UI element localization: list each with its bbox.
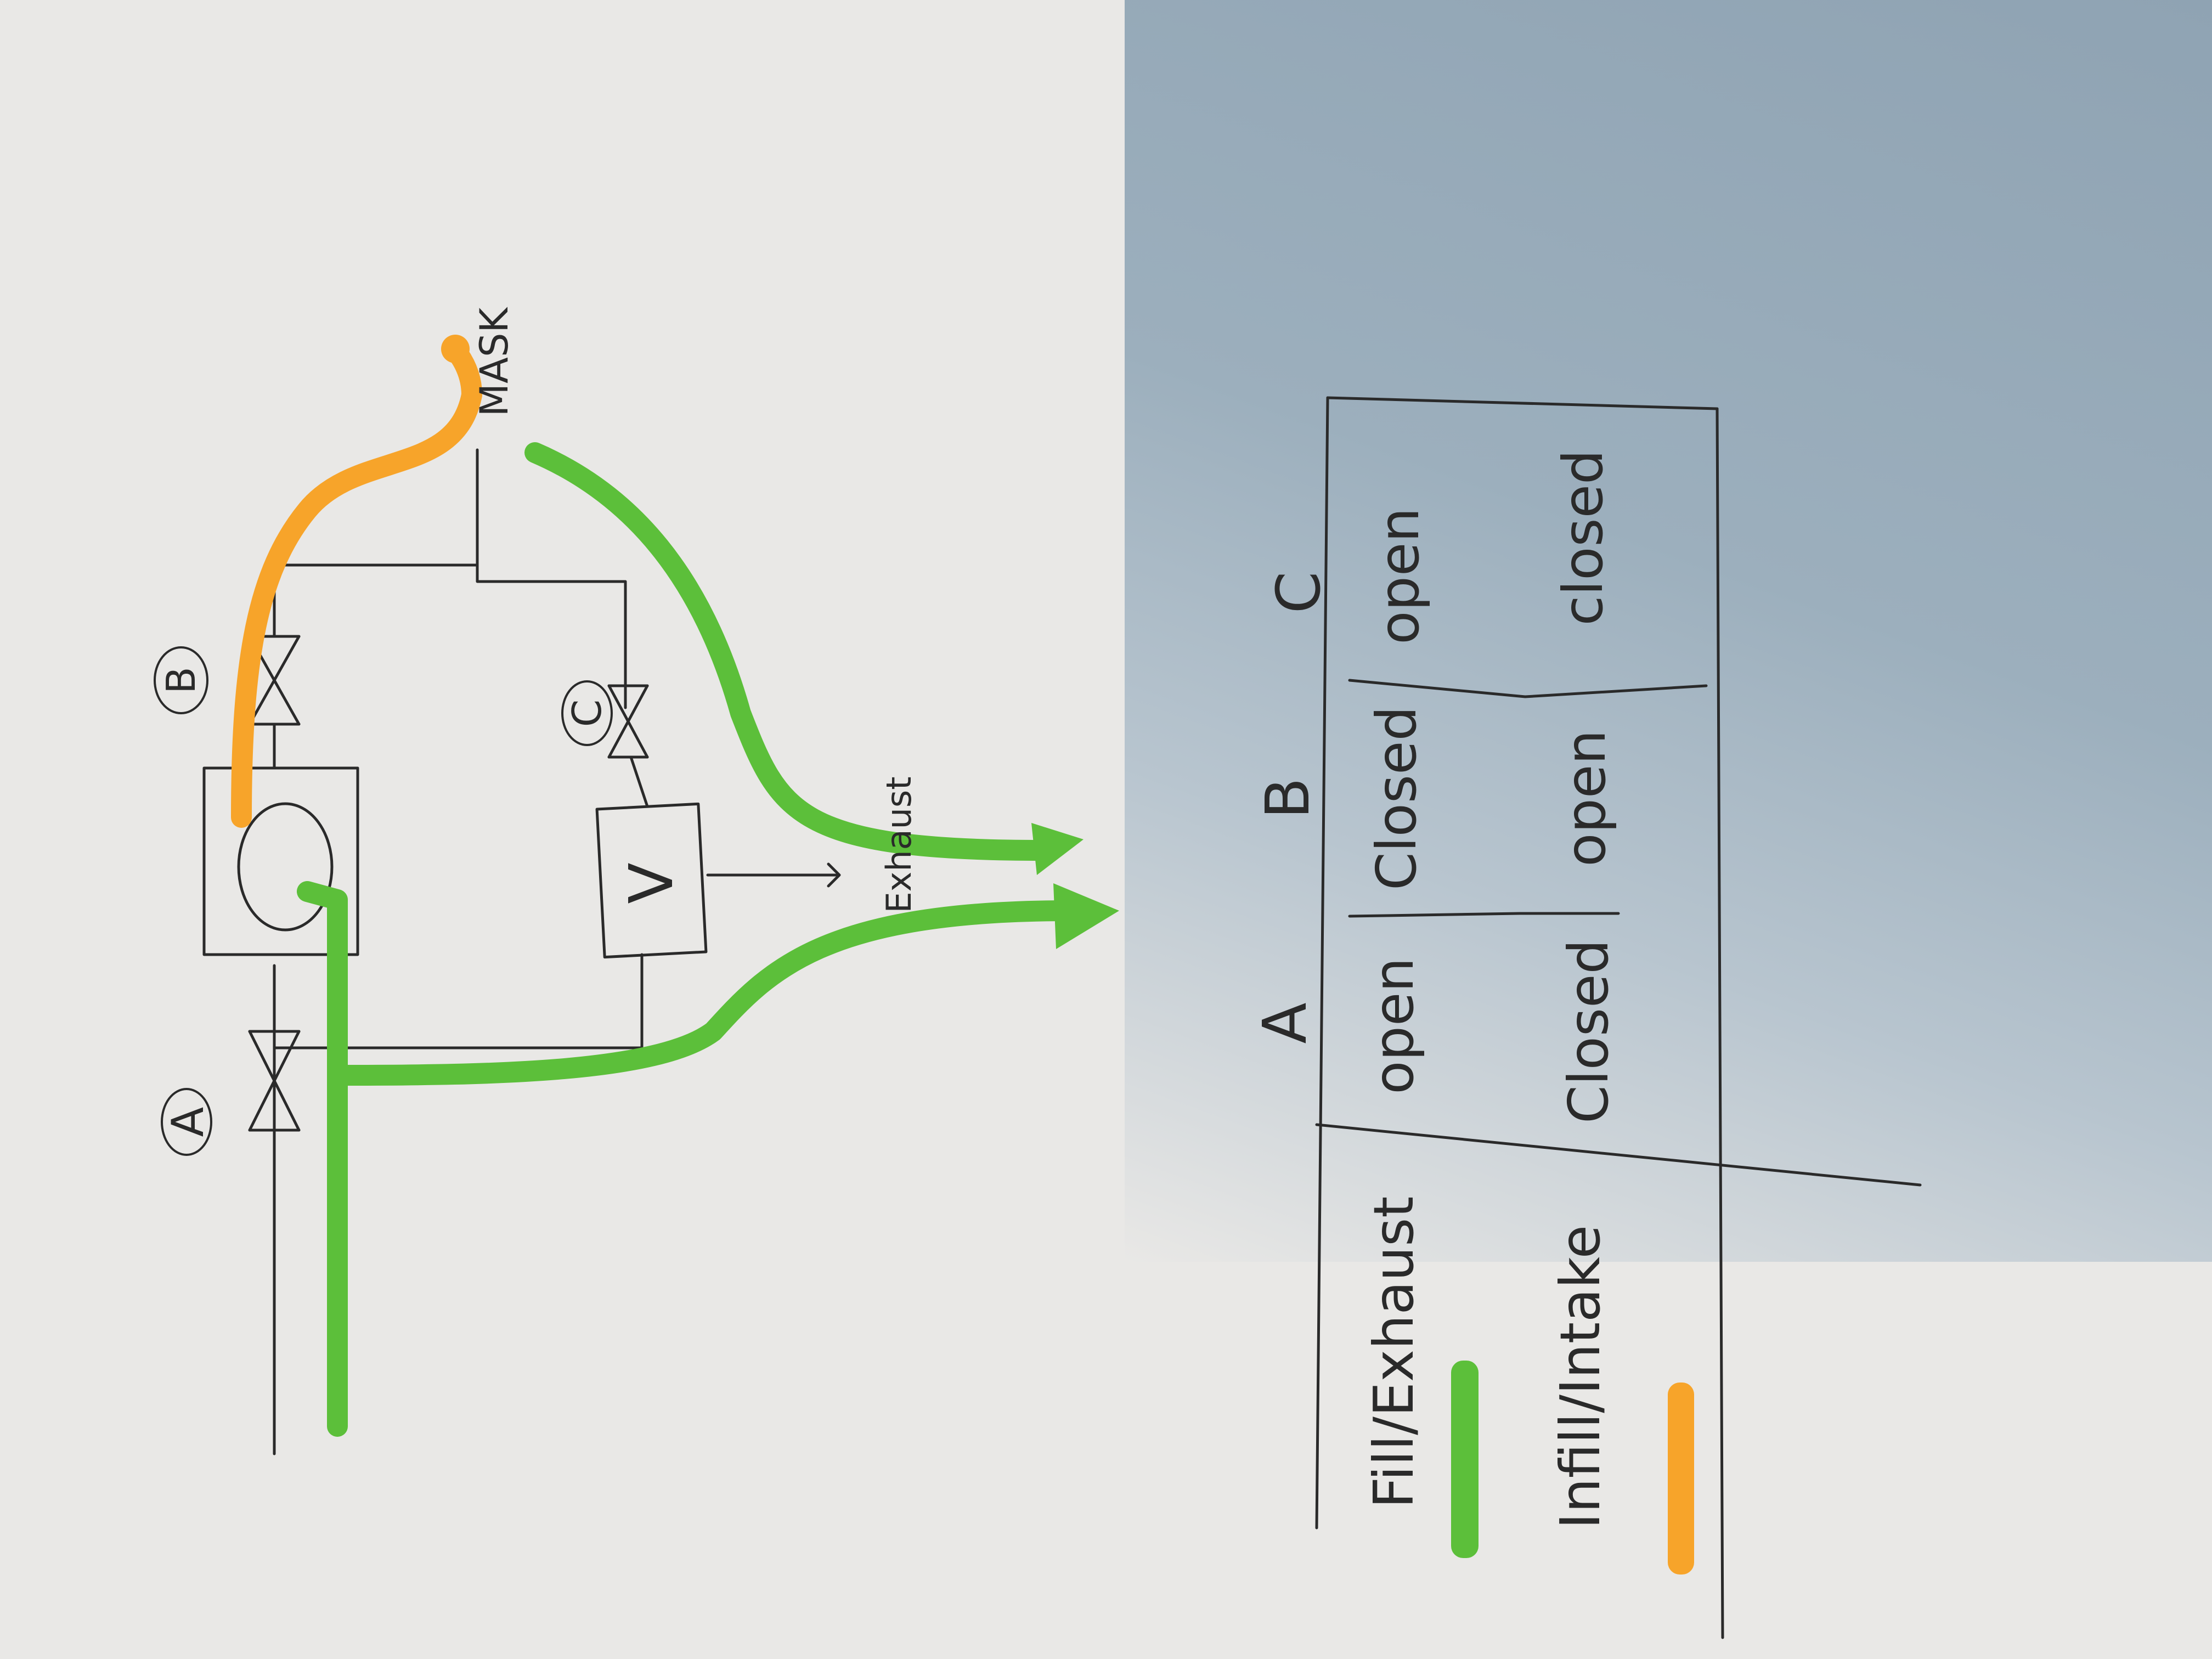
- paper-shadow: [1125, 0, 2212, 1262]
- valve-b-marker: B: [154, 646, 208, 714]
- table-cell: Closed: [1364, 706, 1429, 890]
- table-cell: open: [1362, 957, 1426, 1094]
- fill-arrowhead-upper: [1031, 823, 1084, 875]
- vent-box: [595, 802, 708, 959]
- valve-table: A B C Fill/Exhaust open Closed open Infi…: [1250, 396, 1922, 1639]
- infill-intake-swatch: [1668, 1383, 1694, 1575]
- table-cell: Closed: [1556, 939, 1621, 1124]
- row-mode-label: Infill/Intake: [1548, 1225, 1612, 1529]
- valve-c-marker: C: [561, 680, 613, 746]
- valve-c-symbol: [607, 684, 649, 759]
- table-header-divider: [1315, 1123, 1922, 1187]
- valve-c-label: C: [564, 699, 610, 727]
- infill-intake-flow: [231, 341, 482, 828]
- mask-endpoint: [441, 335, 470, 363]
- fill-exhaust-flow: [297, 442, 1080, 1437]
- table-bottom-line: [1716, 407, 1724, 1639]
- fill-arrowhead-lower: [1053, 883, 1119, 949]
- row-mode-label: Fill/Exhaust: [1362, 1197, 1426, 1509]
- table-top-line: [1326, 396, 1719, 410]
- table-cell: open: [1554, 730, 1618, 867]
- exhaust-arrow: [706, 862, 841, 888]
- exhaust-label: Exhaust: [879, 776, 919, 913]
- valve-a-marker: A: [161, 1088, 213, 1156]
- schematic: [202, 448, 841, 1455]
- valve-a-label: A: [162, 1107, 213, 1137]
- column-header: A: [1250, 1002, 1320, 1043]
- table-cell: open: [1367, 507, 1431, 645]
- mask-label: MASK: [472, 307, 517, 417]
- table-row-divider: [1348, 679, 1708, 698]
- column-header: C: [1263, 572, 1334, 614]
- vent-box-label: V: [616, 862, 686, 904]
- fill-exhaust-swatch: [1451, 1361, 1479, 1558]
- table-row-divider-2: [1348, 912, 1620, 918]
- lung-box: [202, 766, 359, 956]
- table-left-line: [1315, 396, 1329, 1530]
- valve-b-label: B: [158, 667, 204, 693]
- lung-circle: [237, 802, 334, 932]
- column-header: B: [1252, 777, 1323, 819]
- table-cell: closed: [1551, 449, 1615, 625]
